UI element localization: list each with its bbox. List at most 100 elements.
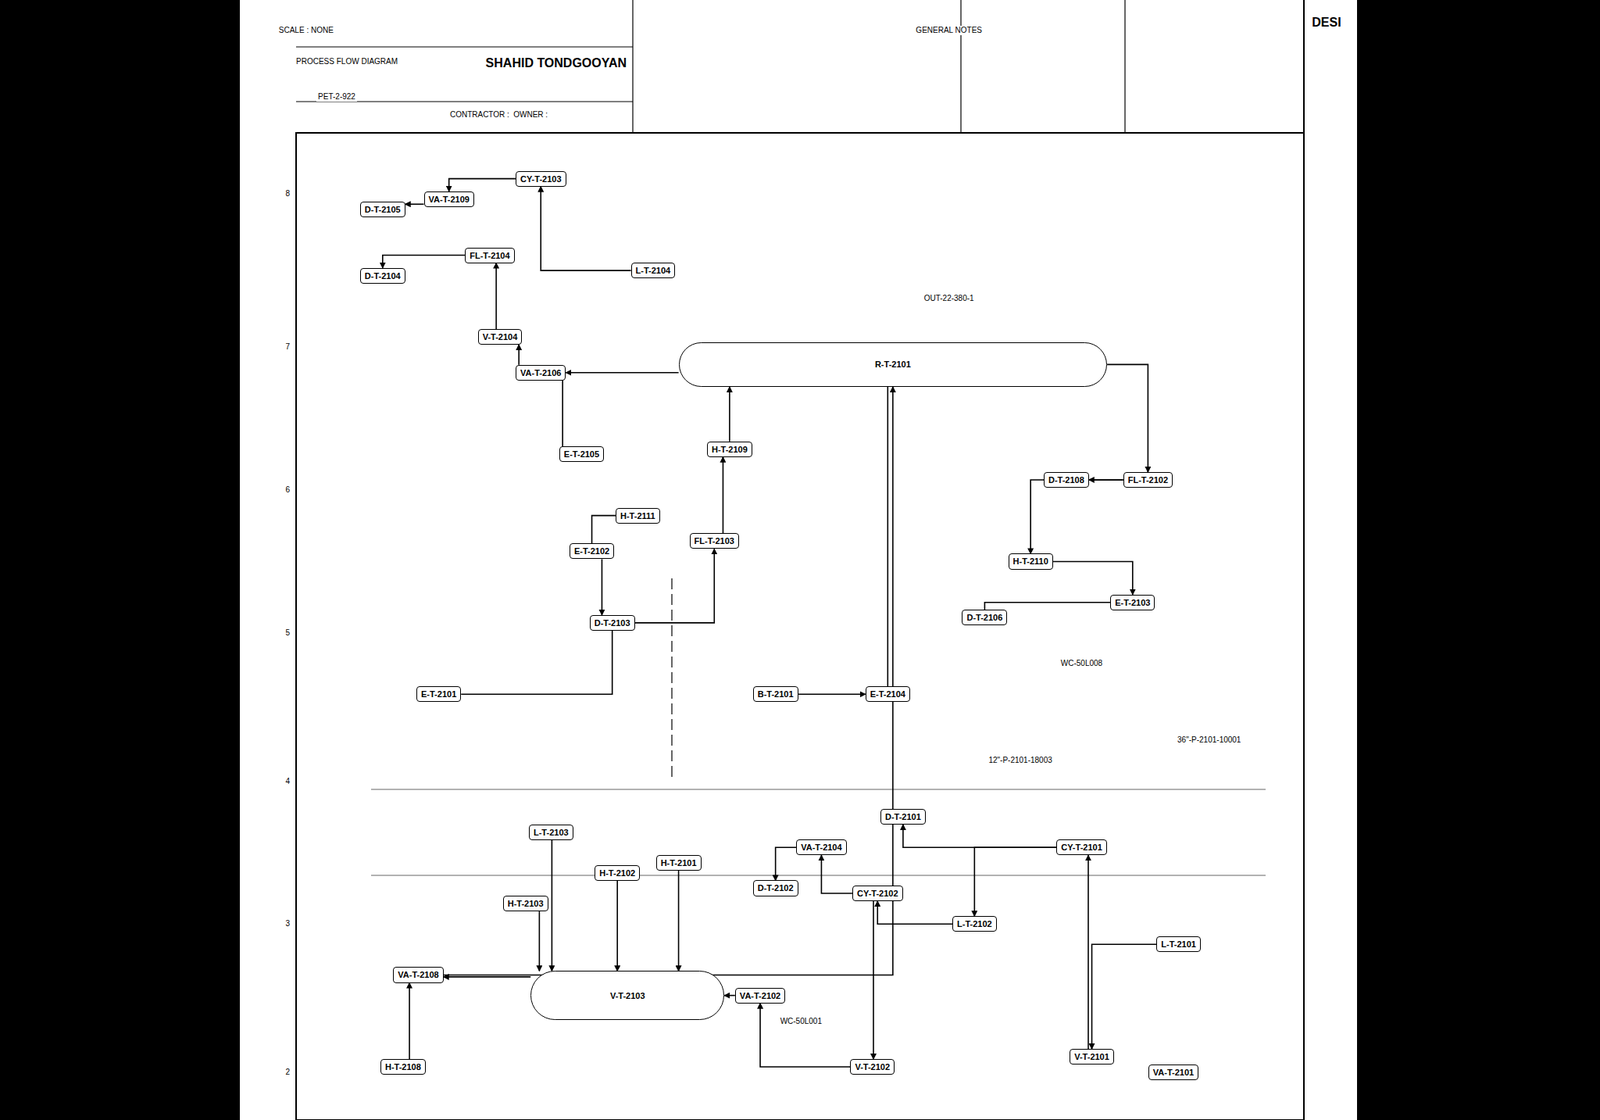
equipment-box: D-T-2102 [753, 879, 799, 896]
drawing-note: SCALE : NONE [277, 25, 336, 36]
equipment-tag: V-T-2102 [854, 1061, 890, 1072]
drawing-note: 4 [284, 776, 293, 786]
process-line [565, 371, 679, 374]
equipment-tag: VA-T-2106 [520, 367, 561, 378]
process-line [592, 515, 616, 544]
equipment-tag: FL-T-2103 [694, 535, 735, 546]
drawing-note: SHAHID TONDGOOYAN [484, 56, 629, 71]
equipment-tag: D-T-2102 [757, 882, 794, 893]
equipment-tag: VA-T-2102 [739, 990, 781, 1000]
drawing-note: WC-50L008 [1059, 658, 1104, 668]
process-line [1092, 943, 1158, 1049]
process-line [517, 344, 520, 365]
drawing-note: GENERAL NOTES [914, 25, 984, 36]
process-line [974, 846, 1057, 916]
equipment-box: E-T-2103 [1110, 594, 1155, 611]
equipment-box: V-T-2103 [530, 970, 725, 1020]
drawing-note: 5 [284, 628, 293, 638]
equipment-box: H-T-2101 [656, 854, 702, 871]
equipment-box: H-T-2111 [615, 507, 661, 524]
equipment-tag: VA-T-2101 [1153, 1067, 1194, 1077]
process-line [1087, 854, 1090, 1049]
equipment-box: H-T-2109 [707, 441, 753, 458]
drawing-note: OUT-22-380-1 [922, 293, 976, 304]
drawing-note: 7 [284, 342, 293, 352]
drawing-note: 12"-P-2101-18003 [986, 755, 1054, 765]
process-line [540, 186, 631, 272]
process-line [678, 870, 680, 971]
equipment-tag: L-T-2102 [957, 918, 993, 929]
equipment-tag: VA-T-2104 [800, 842, 842, 852]
equipment-box: VA-T-2109 [424, 191, 475, 208]
equipment-box: FL-T-2103 [689, 532, 740, 549]
equipment-box: CY-T-2103 [515, 171, 567, 187]
equipment-box: L-T-2102 [952, 915, 997, 932]
process-line [1107, 364, 1148, 472]
equipment-tag: B-T-2101 [757, 689, 794, 699]
equipment-box: H-T-2110 [1008, 553, 1054, 569]
equipment-tag: L-T-2101 [1160, 939, 1197, 949]
equipment-tag: E-T-2104 [870, 689, 906, 699]
process-line [561, 380, 564, 447]
process-line [460, 630, 612, 694]
equipment-tag: V-T-2103 [610, 990, 646, 1000]
process-line [984, 602, 1111, 611]
equipment-box: D-T-2101 [880, 808, 926, 825]
process-line [821, 854, 853, 893]
equipment-tag: V-T-2104 [482, 332, 518, 342]
process-line [551, 839, 554, 972]
drawing-note: DESI [1310, 15, 1343, 30]
equipment-tag: D-T-2103 [594, 617, 631, 628]
process-line [495, 263, 497, 329]
equipment-box: VA-T-2102 [735, 987, 786, 1004]
process-line [775, 846, 797, 880]
process-line [408, 982, 411, 1059]
process-line [760, 1003, 850, 1067]
equipment-box: D-T-2106 [961, 609, 1008, 625]
equipment-box: L-T-2104 [631, 262, 676, 279]
equipment-box: VA-T-2108 [392, 966, 443, 983]
process-line [1053, 560, 1133, 594]
process-line [722, 457, 725, 533]
drawing-note: 3 [284, 918, 293, 929]
process-line [539, 910, 541, 971]
drawing-note: WC-50L001 [778, 1016, 824, 1026]
drawing-note: 6 [284, 485, 293, 495]
equipment-box: R-T-2101 [678, 342, 1108, 387]
equipment-box: H-T-2108 [380, 1058, 426, 1075]
drawing-note: CONTRACTOR : [448, 110, 511, 120]
process-line [601, 558, 604, 615]
equipment-tag: H-T-2102 [599, 867, 636, 878]
equipment-box: CY-T-2102 [852, 885, 904, 901]
equipment-tag: D-T-2101 [885, 811, 922, 822]
equipment-box: D-T-2104 [360, 267, 406, 284]
equipment-tag: CY-T-2102 [857, 888, 899, 898]
process-line [405, 203, 425, 205]
process-line [903, 824, 1057, 847]
equipment-tag: V-T-2101 [1074, 1051, 1110, 1061]
equipment-tag: D-T-2105 [364, 204, 401, 215]
drawing-note: 36"-P-2101-10001 [1175, 735, 1243, 745]
equipment-box: VA-T-2104 [796, 839, 847, 855]
equipment-tag: E-T-2103 [1114, 597, 1150, 608]
equipment-tag: H-T-2108 [385, 1061, 422, 1072]
process-line [443, 975, 531, 978]
equipment-box: V-T-2101 [1069, 1048, 1115, 1065]
equipment-box: E-T-2105 [559, 446, 604, 462]
process-line [877, 900, 953, 924]
equipment-tag: FL-T-2102 [1128, 475, 1168, 485]
equipment-tag: H-T-2109 [711, 444, 748, 454]
equipment-tag: D-T-2106 [966, 612, 1003, 622]
drawing-note: 8 [284, 189, 293, 199]
equipment-tag: H-T-2103 [507, 898, 544, 908]
equipment-box: FL-T-2104 [464, 247, 515, 264]
drawing-note: PROCESS FLOW DIAGRAM [294, 57, 400, 67]
drawing-note: OWNER : [511, 110, 550, 120]
equipment-tag: R-T-2101 [875, 359, 911, 369]
equipment-tag: CY-T-2101 [1060, 842, 1103, 852]
equipment-tag: H-T-2111 [620, 510, 656, 521]
process-line [728, 386, 731, 442]
equipment-tag: H-T-2110 [1013, 556, 1049, 566]
process-line [724, 994, 736, 997]
process-line [382, 255, 465, 268]
